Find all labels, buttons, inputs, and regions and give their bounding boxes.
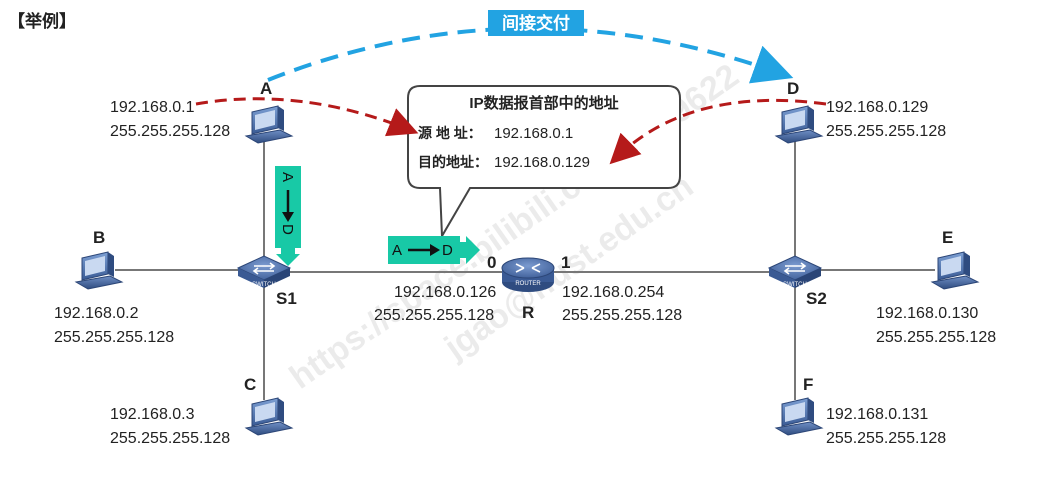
packet-horizontal-arrow-head bbox=[430, 244, 440, 256]
host-c: C 192.168.0.3 255.255.255.128 bbox=[110, 375, 293, 447]
indirect-delivery-label: 间接交付 bbox=[502, 13, 570, 33]
computer-icon bbox=[245, 105, 293, 144]
packet-horizontal-to: D bbox=[442, 242, 453, 259]
host-d-ip: 192.168.0.129 bbox=[826, 99, 928, 116]
router-icon bbox=[501, 257, 555, 279]
page-title: 【举例】 bbox=[8, 11, 76, 31]
switch-s1: SWITCH S1 bbox=[237, 255, 297, 308]
host-e-name: E bbox=[942, 228, 953, 247]
router-port0-ip: 192.168.0.126 bbox=[394, 284, 496, 301]
switch-s2-badge: SWITCH bbox=[783, 282, 807, 288]
packet-vertical-from: A bbox=[279, 172, 296, 182]
switch-s1-name: S1 bbox=[276, 289, 297, 308]
packet-horizontal-from: A bbox=[392, 242, 402, 259]
router-icon-arrows bbox=[515, 263, 541, 273]
host-f-name: F bbox=[803, 375, 813, 394]
host-c-name: C bbox=[244, 375, 256, 394]
host-b-ip: 192.168.0.2 bbox=[54, 305, 139, 322]
host-b-name: B bbox=[93, 228, 105, 247]
host-b-mask: 255.255.255.128 bbox=[54, 329, 174, 346]
router-r: ROUTER R 0 1 192.168.0.126 255.255.255.1… bbox=[374, 253, 682, 324]
packet-vertical-to: D bbox=[279, 224, 296, 235]
dst-addr-label: 目的地址： bbox=[418, 154, 488, 170]
host-d-name: D bbox=[787, 79, 799, 98]
host-a: A 192.168.0.1 255.255.255.128 bbox=[110, 79, 293, 144]
host-e-ip: 192.168.0.130 bbox=[876, 305, 978, 322]
host-d-mask: 255.255.255.128 bbox=[826, 123, 946, 140]
computer-icon bbox=[245, 397, 293, 436]
dst-addr-value: 192.168.0.129 bbox=[494, 154, 590, 171]
router-badge: ROUTER bbox=[515, 281, 541, 287]
ip-header-box bbox=[407, 85, 681, 240]
host-f: F 192.168.0.131 255.255.255.128 bbox=[775, 375, 946, 447]
router-name: R bbox=[522, 303, 534, 322]
host-a-mask: 255.255.255.128 bbox=[110, 123, 230, 140]
host-a-name: A bbox=[260, 79, 272, 98]
host-a-ip: 192.168.0.1 bbox=[110, 99, 195, 116]
src-address-arrow bbox=[195, 97, 419, 137]
dst-address-arrow bbox=[609, 98, 827, 165]
computer-icon bbox=[931, 251, 979, 290]
host-f-ip: 192.168.0.131 bbox=[826, 406, 928, 423]
indirect-label-bg bbox=[488, 10, 584, 36]
host-e: E 192.168.0.130 255.255.255.128 bbox=[876, 228, 996, 346]
host-c-mask: 255.255.255.128 bbox=[110, 430, 230, 447]
router-port-0: 0 bbox=[487, 253, 496, 272]
router-port-1: 1 bbox=[561, 253, 570, 272]
router-port1-ip: 192.168.0.254 bbox=[562, 284, 664, 301]
computer-icon bbox=[775, 105, 823, 144]
packet-horizontal: A D bbox=[388, 236, 480, 264]
ip-header-title: IP数据报首部中的地址 bbox=[469, 94, 618, 112]
switch-s2-name: S2 bbox=[806, 289, 827, 308]
packet-vertical: A D bbox=[275, 166, 301, 266]
host-f-mask: 255.255.255.128 bbox=[826, 430, 946, 447]
host-e-mask: 255.255.255.128 bbox=[876, 329, 996, 346]
host-b: B 192.168.0.2 255.255.255.128 bbox=[54, 228, 174, 346]
switch-s2: SWITCH S2 bbox=[768, 255, 827, 308]
packet-horizontal-tip bbox=[458, 236, 480, 264]
src-addr-value: 192.168.0.1 bbox=[494, 125, 573, 142]
router-port1-mask: 255.255.255.128 bbox=[562, 307, 682, 324]
network-links bbox=[115, 140, 935, 400]
packet-vertical-tip bbox=[276, 246, 300, 266]
router-port0-mask: 255.255.255.128 bbox=[374, 307, 494, 324]
host-c-ip: 192.168.0.3 bbox=[110, 406, 195, 423]
packet-vertical-arrow-head bbox=[282, 212, 294, 222]
computer-icon bbox=[775, 397, 823, 436]
src-addr-label: 源 地 址： bbox=[418, 125, 482, 141]
switch-s1-badge: SWITCH bbox=[252, 282, 276, 288]
host-d: D 192.168.0.129 255.255.255.128 bbox=[775, 79, 946, 144]
